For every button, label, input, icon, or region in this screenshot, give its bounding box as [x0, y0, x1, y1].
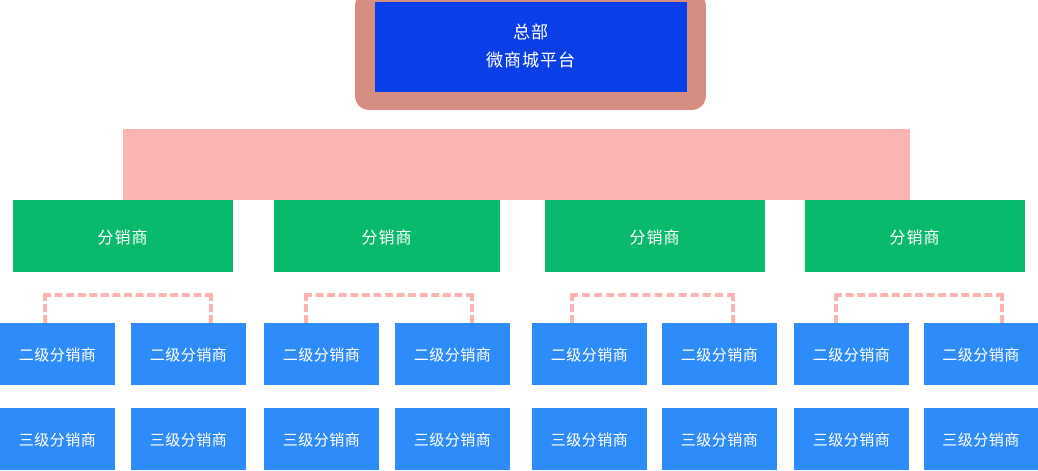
headquarters-subtitle: 微商城平台: [486, 51, 576, 70]
third-level-node-4[interactable]: 三级分销商: [395, 408, 510, 470]
distributor-label: 分销商: [361, 230, 413, 247]
dashed-bracket-connector-3: [570, 293, 735, 323]
dashed-bracket-connector-1: [43, 293, 213, 323]
second-level-node-label: 二级分销商: [413, 346, 492, 364]
dashed-bracket-connector-4: [834, 293, 1004, 323]
second-level-node-label: 二级分销商: [550, 346, 629, 364]
distributor-label: 分销商: [629, 230, 681, 247]
second-level-node-label: 二级分销商: [680, 346, 759, 364]
third-level-node-3[interactable]: 三级分销商: [264, 408, 379, 470]
distributor-node-3[interactable]: 分销商: [545, 200, 765, 272]
third-level-node-6[interactable]: 三级分销商: [662, 408, 777, 470]
distributor-label: 分销商: [889, 230, 941, 247]
third-level-node-label: 三级分销商: [149, 431, 228, 449]
third-level-node-label: 三级分销商: [812, 431, 891, 449]
distributor-node-4[interactable]: 分销商: [805, 200, 1025, 272]
second-level-node-6[interactable]: 二级分销商: [662, 323, 777, 385]
headquarters-title: 总部: [513, 23, 549, 42]
second-level-node-label: 二级分销商: [282, 346, 361, 364]
third-level-node-8[interactable]: 三级分销商: [924, 408, 1038, 470]
second-level-node-2[interactable]: 二级分销商: [131, 323, 246, 385]
second-level-row: 二级分销商 二级分销商 二级分销商 二级分销商 二级分销商 二级分销商 二级分销商 二级分销商: [0, 323, 1038, 385]
second-level-node-label: 二级分销商: [812, 346, 891, 364]
third-level-node-1[interactable]: 三级分销商: [0, 408, 115, 470]
third-level-node-label: 三级分销商: [413, 431, 492, 449]
second-level-node-5[interactable]: 二级分销商: [532, 323, 647, 385]
second-level-node-7[interactable]: 二级分销商: [794, 323, 909, 385]
distributor-node-1[interactable]: 分销商: [13, 200, 233, 272]
third-level-node-label: 三级分销商: [550, 431, 629, 449]
second-level-node-8[interactable]: 二级分销商: [924, 323, 1038, 385]
second-level-node-4[interactable]: 二级分销商: [395, 323, 510, 385]
third-level-node-2[interactable]: 三级分销商: [131, 408, 246, 470]
headquarters-node[interactable]: 总部 微商城平台: [375, 2, 687, 92]
third-level-node-label: 三级分销商: [282, 431, 361, 449]
distributor-node-2[interactable]: 分销商: [274, 200, 500, 272]
third-level-node-5[interactable]: 三级分销商: [532, 408, 647, 470]
dashed-bracket-connector-2: [304, 293, 474, 323]
trunk-connector-bar: [123, 129, 910, 200]
distributor-label: 分销商: [97, 230, 149, 247]
second-level-node-1[interactable]: 二级分销商: [0, 323, 115, 385]
third-level-node-label: 三级分销商: [18, 431, 97, 449]
distributor-row: 分销商 分销商 分销商 分销商: [0, 200, 1038, 272]
third-level-row: 三级分销商 三级分销商 三级分销商 三级分销商 三级分销商 三级分销商 三级分销商 三级分销商: [0, 408, 1038, 471]
second-level-node-label: 二级分销商: [149, 346, 228, 364]
second-level-node-3[interactable]: 二级分销商: [264, 323, 379, 385]
third-level-node-label: 三级分销商: [942, 431, 1020, 449]
third-level-node-label: 三级分销商: [680, 431, 759, 449]
second-level-node-label: 二级分销商: [942, 346, 1020, 364]
second-level-node-label: 二级分销商: [18, 346, 97, 364]
third-level-node-7[interactable]: 三级分销商: [794, 408, 909, 470]
